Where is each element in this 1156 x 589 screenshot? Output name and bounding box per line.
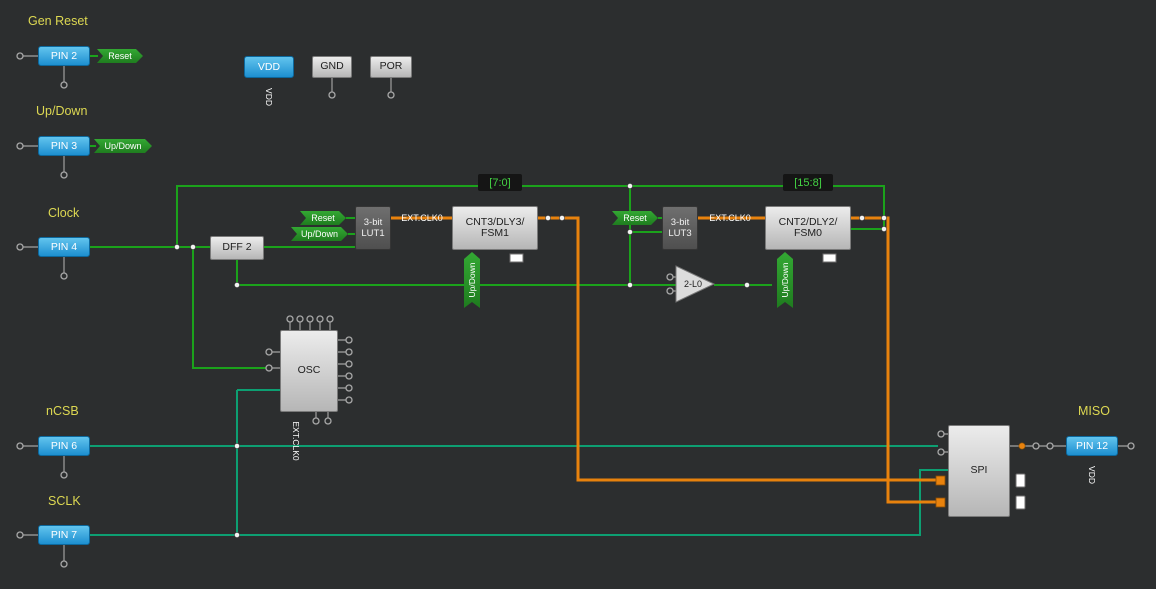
net-label-sclk: SCLK xyxy=(48,494,81,508)
bus-badge-7-0: [7:0] xyxy=(478,174,522,191)
net-label-ncsb: nCSB xyxy=(46,404,79,418)
pin-12[interactable]: PIN 12 xyxy=(1066,436,1118,456)
osc-block[interactable]: OSC xyxy=(280,330,338,412)
lut1-block[interactable]: 3-bit LUT1 xyxy=(355,206,391,250)
tag-updown-cnt3[interactable]: Up/Down xyxy=(464,252,480,308)
net-ext-clk-wires[interactable] xyxy=(391,216,946,508)
net-label-gen-reset: Gen Reset xyxy=(28,14,88,28)
net-sclk-wire[interactable] xyxy=(90,389,948,536)
pin-3[interactable]: PIN 3 xyxy=(38,136,90,156)
lut2-0-gate[interactable] xyxy=(675,265,716,303)
cnt3-line2: FSM1 xyxy=(480,227,509,239)
lut3-name: LUT3 xyxy=(668,228,692,239)
tag-extclk-cnt3[interactable]: EXT.CLK0 xyxy=(401,213,443,223)
tag-extclk-osc-label: EXT.CLK0 xyxy=(291,421,301,461)
bus-badge-15-8: [15:8] xyxy=(783,174,833,191)
cnt3-line1: CNT3/DLY3/ xyxy=(465,215,525,228)
por-block[interactable]: POR xyxy=(370,56,412,78)
net-green-wires[interactable] xyxy=(90,55,885,369)
tag-reset-lut3[interactable]: Reset xyxy=(612,211,658,225)
pin-6[interactable]: PIN 6 xyxy=(38,436,90,456)
tag-vdd-pin12-label: VDD xyxy=(1087,466,1097,484)
pin-4[interactable]: PIN 4 xyxy=(38,237,90,257)
lut1-name: LUT1 xyxy=(361,228,385,239)
net-label-miso: MISO xyxy=(1078,404,1110,418)
spi-block[interactable]: SPI xyxy=(948,425,1010,517)
tag-extclk-osc[interactable]: EXT.CLK0 xyxy=(288,414,304,468)
lut2-0-label: 2-L0 xyxy=(683,279,702,289)
lut3-size: 3-bit xyxy=(670,217,690,228)
net-label-up-down: Up/Down xyxy=(36,104,88,118)
tag-updown-cnt2[interactable]: Up/Down xyxy=(777,252,793,308)
spi-orange-pad-2 xyxy=(935,497,946,508)
cnt3-block[interactable]: CNT3/DLY3/ FSM1 xyxy=(452,206,538,250)
open-terminals xyxy=(16,52,1135,568)
output-markers xyxy=(509,253,1026,510)
tag-updown-cnt3-label: Up/Down xyxy=(467,262,477,298)
net-label-clock: Clock xyxy=(48,206,80,220)
junction-dots xyxy=(174,183,1026,538)
tag-updown-pin3[interactable]: Up/Down xyxy=(94,139,152,153)
gnd-block[interactable]: GND xyxy=(312,56,352,78)
lut3-block[interactable]: 3-bit LUT3 xyxy=(662,206,698,250)
tag-extclk-cnt2[interactable]: EXT.CLK0 xyxy=(709,213,751,223)
cnt2-line1: CNT2/DLY2/ xyxy=(778,215,838,228)
tag-updown-lut1[interactable]: Up/Down xyxy=(291,227,348,241)
vdd-block[interactable]: VDD xyxy=(244,56,294,78)
pin-7[interactable]: PIN 7 xyxy=(38,525,90,545)
cnt2-line2: FSM0 xyxy=(793,227,822,239)
pin-2[interactable]: PIN 2 xyxy=(38,46,90,66)
tag-updown-cnt2-label: Up/Down xyxy=(780,262,790,298)
tag-reset-lut1[interactable]: Reset xyxy=(300,211,346,225)
tag-reset-pin2[interactable]: Reset xyxy=(97,49,143,63)
spi-orange-pad-1 xyxy=(935,475,946,486)
lut1-size: 3-bit xyxy=(363,217,383,228)
terminal-stubs xyxy=(23,55,1128,561)
cnt2-block[interactable]: CNT2/DLY2/ FSM0 xyxy=(765,206,851,250)
tag-vdd-top-label: VDD xyxy=(264,88,274,106)
dff2-block[interactable]: DFF 2 xyxy=(210,236,264,260)
